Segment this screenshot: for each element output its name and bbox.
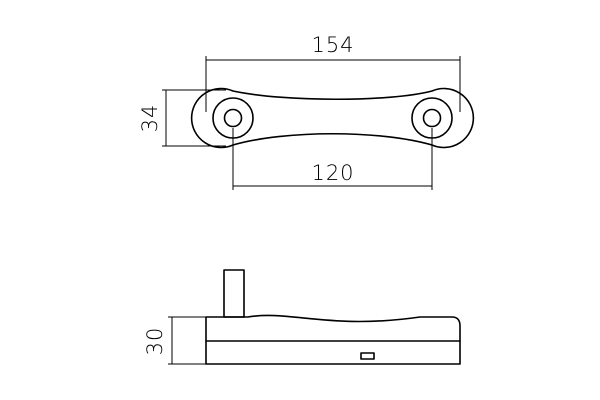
top-view bbox=[190, 87, 475, 149]
dimension-label-hole-spacing: 120 bbox=[311, 161, 354, 185]
right-boss-hole bbox=[422, 108, 442, 128]
dimension-label-boss-height: 34 bbox=[138, 104, 162, 133]
left-boss-hole bbox=[223, 108, 243, 128]
slot bbox=[360, 352, 375, 360]
dimension-label-overall-length: 154 bbox=[311, 33, 354, 57]
mounting-post bbox=[223, 269, 245, 318]
dimension-overall-length: 154 bbox=[205, 33, 461, 112]
dimension-label-side-height: 30 bbox=[143, 327, 167, 356]
dimension-side-height: 30 bbox=[143, 316, 206, 365]
handle-outline-side bbox=[205, 314, 461, 365]
side-view bbox=[205, 269, 461, 365]
dimension-hole-spacing: 120 bbox=[232, 128, 433, 190]
dimension-boss-height: 34 bbox=[138, 89, 226, 147]
